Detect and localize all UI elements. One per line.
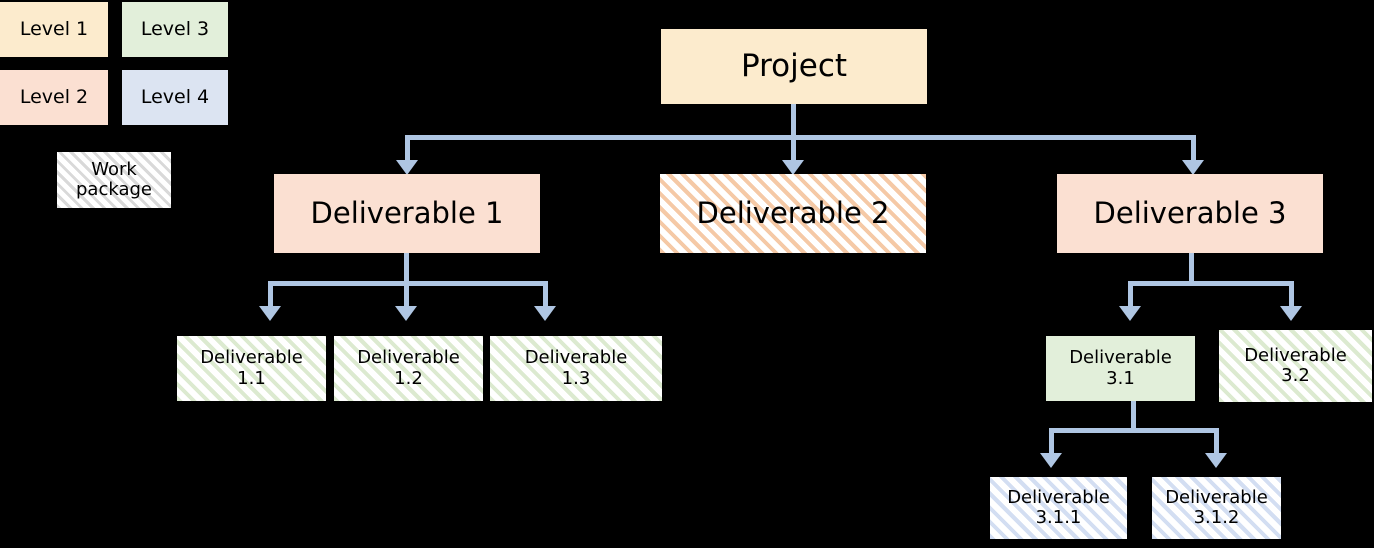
connector-drop-deliverable-3-1-1 xyxy=(1049,428,1054,456)
node-deliverable-3-1-1[interactable]: Deliverable 3.1.1 xyxy=(990,477,1127,539)
connector-deliverable-3-stem xyxy=(1189,253,1194,285)
node-deliverable-3-1-2[interactable]: Deliverable 3.1.2 xyxy=(1152,477,1281,539)
arrowhead-deliverable-1-3 xyxy=(534,306,556,321)
connector-drop-deliverable-3-1 xyxy=(1128,281,1133,309)
arrowhead-deliverable-3-2 xyxy=(1280,306,1302,321)
node-label-deliverable-3-1: Deliverable 3.1 xyxy=(1069,347,1172,389)
connector-drop-deliverable-2 xyxy=(791,135,796,163)
node-deliverable-1-1[interactable]: Deliverable 1.1 xyxy=(177,336,326,401)
node-deliverable-1[interactable]: Deliverable 1 xyxy=(274,174,540,253)
legend-item-work-package: Work package xyxy=(57,152,171,208)
connector-deliverable-3-1-stem xyxy=(1131,401,1136,432)
connector-drop-deliverable-3-2 xyxy=(1289,281,1294,309)
arrowhead-deliverable-2 xyxy=(782,160,804,175)
legend-label-level-4: Level 4 xyxy=(140,85,210,108)
node-label-deliverable-1-2: Deliverable 1.2 xyxy=(357,347,460,389)
node-deliverable-2[interactable]: Deliverable 2 xyxy=(660,174,926,253)
legend-item-level-3: Level 3 xyxy=(122,2,228,57)
legend-label-level-3: Level 3 xyxy=(140,17,210,40)
node-deliverable-1-2[interactable]: Deliverable 1.2 xyxy=(334,336,483,401)
connector-drop-deliverable-1-2 xyxy=(404,281,409,309)
node-label-deliverable-1: Deliverable 1 xyxy=(310,196,504,231)
connector-level4-bus xyxy=(1049,428,1219,433)
node-label-project: Project xyxy=(740,48,848,85)
connector-drop-deliverable-3-1-2 xyxy=(1214,428,1219,456)
connector-drop-deliverable-1 xyxy=(405,135,410,163)
connector-drop-deliverable-1-3 xyxy=(543,281,548,309)
node-label-deliverable-3-2: Deliverable 3.2 xyxy=(1244,344,1347,386)
legend-label-level-1: Level 1 xyxy=(19,17,89,40)
connector-drop-deliverable-3 xyxy=(1191,135,1196,163)
arrowhead-deliverable-3-1-1 xyxy=(1040,453,1062,468)
connector-project-stem xyxy=(791,104,796,140)
legend-item-level-4: Level 4 xyxy=(122,70,228,125)
node-label-deliverable-1-1: Deliverable 1.1 xyxy=(200,347,303,389)
arrowhead-deliverable-3-1 xyxy=(1119,306,1141,321)
node-project[interactable]: Project xyxy=(661,29,927,104)
connector-drop-deliverable-1-1 xyxy=(268,281,273,309)
node-label-deliverable-3: Deliverable 3 xyxy=(1093,196,1287,231)
arrowhead-deliverable-1 xyxy=(396,160,418,175)
legend-label-work-package: Work package xyxy=(76,158,152,200)
legend-label-level-2: Level 2 xyxy=(19,85,89,108)
arrowhead-deliverable-1-2 xyxy=(395,306,417,321)
connector-deliverable-1-stem xyxy=(404,253,409,285)
node-label-deliverable-3-1-2: Deliverable 3.1.2 xyxy=(1165,486,1268,528)
arrowhead-deliverable-3 xyxy=(1182,160,1204,175)
node-deliverable-3-2[interactable]: Deliverable 3.2 xyxy=(1219,330,1372,402)
arrowhead-deliverable-1-1 xyxy=(259,306,281,321)
connector-level3-bus-right xyxy=(1128,281,1294,286)
node-label-deliverable-1-3: Deliverable 1.3 xyxy=(524,347,628,389)
connector-level2-bus xyxy=(405,135,1196,140)
node-deliverable-1-3[interactable]: Deliverable 1.3 xyxy=(490,336,662,401)
node-label-deliverable-2: Deliverable 2 xyxy=(696,196,890,231)
legend-item-level-2: Level 2 xyxy=(0,70,108,125)
node-deliverable-3-1[interactable]: Deliverable 3.1 xyxy=(1046,336,1195,401)
arrowhead-deliverable-3-1-2 xyxy=(1205,453,1227,468)
node-deliverable-3[interactable]: Deliverable 3 xyxy=(1057,174,1323,253)
legend-item-level-1: Level 1 xyxy=(0,2,108,57)
node-label-deliverable-3-1-1: Deliverable 3.1.1 xyxy=(1007,486,1110,528)
